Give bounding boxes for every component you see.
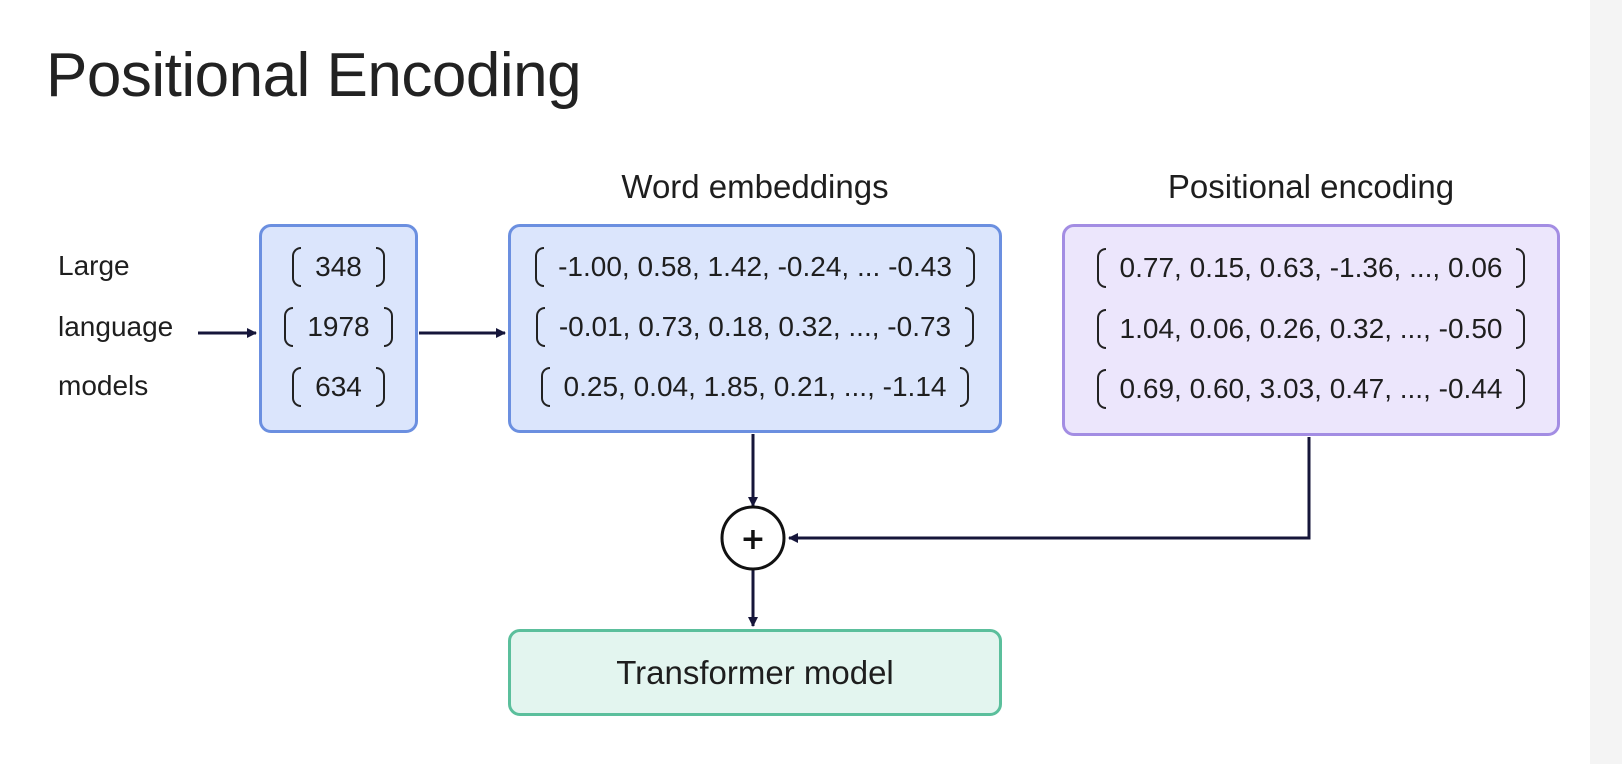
positional-values: 1.04, 0.06, 0.26, 0.32, ..., -0.50 <box>1119 313 1503 344</box>
slide-title: Positional Encoding <box>46 41 582 110</box>
transformer-model-box: Transformer model <box>508 629 1002 716</box>
token-id-vector: 634 <box>259 365 418 409</box>
positional-values: 0.77, 0.15, 0.63, -1.36, ..., 0.06 <box>1119 252 1503 283</box>
embedding-vector: -0.01, 0.73, 0.18, 0.32, ..., -0.73 <box>508 305 1002 349</box>
bracket-left <box>1096 248 1106 288</box>
bracket-right <box>375 247 385 287</box>
positional-vector: 0.77, 0.15, 0.63, -1.36, ..., 0.06 <box>1062 246 1560 290</box>
embedding-values: 0.25, 0.04, 1.85, 0.21, ..., -1.14 <box>563 371 947 402</box>
bracket-left <box>292 247 302 287</box>
embedding-vector: -1.00, 0.58, 1.42, -0.24, ... -0.43 <box>508 245 1002 289</box>
word-embeddings-heading: Word embeddings <box>621 168 889 205</box>
bracket-left <box>535 247 545 287</box>
transformer-model-label: Transformer model <box>616 653 894 691</box>
token-id-value: 634 <box>315 371 362 402</box>
positional-vector: 0.69, 0.60, 3.03, 0.47, ..., -0.44 <box>1062 367 1560 411</box>
positional-values: 0.69, 0.60, 3.03, 0.47, ..., -0.44 <box>1119 373 1503 404</box>
bracket-left <box>1096 369 1106 409</box>
bracket-left <box>1096 309 1106 349</box>
arrow-positional-to-adder <box>788 437 1311 543</box>
input-word-language: language <box>58 311 174 342</box>
embedding-values: -0.01, 0.73, 0.18, 0.32, ..., -0.73 <box>558 311 952 342</box>
bracket-right <box>960 367 970 407</box>
bracket-right <box>383 307 393 347</box>
bracket-right <box>1516 248 1526 288</box>
bracket-right <box>965 247 975 287</box>
positional-encoding-heading: Positional encoding <box>1167 168 1455 205</box>
bracket-right <box>965 307 975 347</box>
bracket-left <box>284 307 294 347</box>
embedding-values: -1.00, 0.58, 1.42, -0.24, ... -0.43 <box>558 251 952 282</box>
positional-vector: 1.04, 0.06, 0.26, 0.32, ..., -0.50 <box>1062 307 1560 351</box>
adder-node: + <box>720 505 786 571</box>
bracket-right <box>1516 309 1526 349</box>
positional-encoding-box <box>1062 224 1560 436</box>
token-id-vector: 348 <box>259 245 418 289</box>
input-word-models: models <box>58 370 149 401</box>
token-id-value: 348 <box>315 251 362 282</box>
token-id-vector: 1978 <box>259 305 418 349</box>
bracket-left <box>540 367 550 407</box>
embedding-vector: 0.25, 0.04, 1.85, 0.21, ..., -1.14 <box>508 365 1002 409</box>
word-embeddings-box <box>508 224 1002 433</box>
adder-circle <box>720 505 786 571</box>
bracket-right <box>375 367 385 407</box>
slide-edge-strip <box>1590 0 1622 764</box>
bracket-left <box>535 307 545 347</box>
bracket-left <box>292 367 302 407</box>
adder-plus-sign: + <box>740 522 765 557</box>
bracket-right <box>1516 369 1526 409</box>
token-id-value: 1978 <box>307 311 370 342</box>
input-word-large: Large <box>58 250 130 281</box>
